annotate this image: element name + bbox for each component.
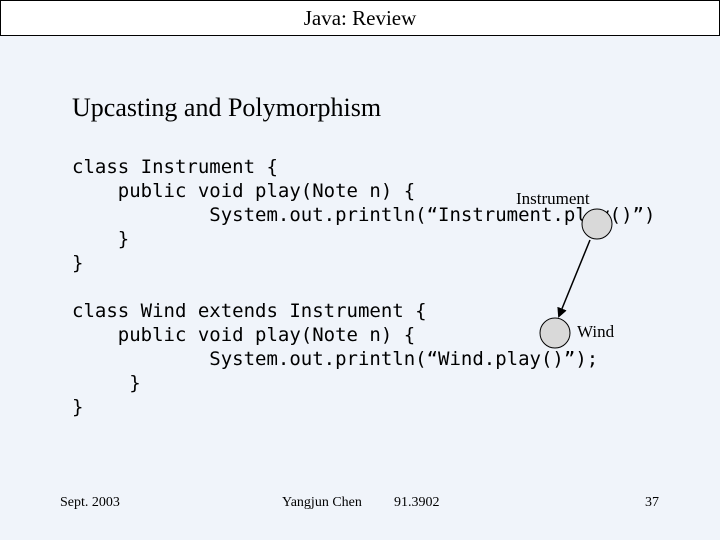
code-line: class Instrument { bbox=[72, 156, 278, 178]
wind-node-label: Wind bbox=[577, 322, 615, 341]
slide-title: Upcasting and Polymorphism bbox=[72, 93, 382, 122]
code-line: } bbox=[72, 228, 130, 250]
code-line: class Wind extends Instrument { bbox=[72, 300, 427, 322]
code-line: public void play(Note n) { bbox=[72, 324, 416, 346]
code-line: } bbox=[72, 372, 141, 394]
inheritance-arrow bbox=[557, 239, 591, 318]
instrument-node bbox=[581, 208, 613, 240]
code-block-instrument: class Instrument { public void play(Note… bbox=[72, 155, 655, 275]
code-line: public void play(Note n) { bbox=[72, 180, 416, 202]
slide-header: Java: Review bbox=[0, 0, 720, 36]
code-line: } bbox=[72, 252, 84, 274]
footer-course: 91.3902 bbox=[394, 495, 440, 510]
footer-author: Yangjun Chen bbox=[282, 495, 362, 510]
footer-date: Sept. 2003 bbox=[60, 495, 120, 510]
footer-page-number: 37 bbox=[645, 495, 659, 510]
code-block-wind: class Wind extends Instrument { public v… bbox=[72, 299, 598, 419]
wind-node bbox=[539, 317, 571, 349]
code-line: System.out.println(“Instrument.play()”) bbox=[72, 204, 656, 226]
header-title: Java: Review bbox=[303, 5, 417, 30]
instrument-node-label: Instrument bbox=[516, 189, 590, 208]
code-line: System.out.println(“Wind.play()”); bbox=[72, 348, 599, 370]
code-line: } bbox=[72, 396, 84, 418]
